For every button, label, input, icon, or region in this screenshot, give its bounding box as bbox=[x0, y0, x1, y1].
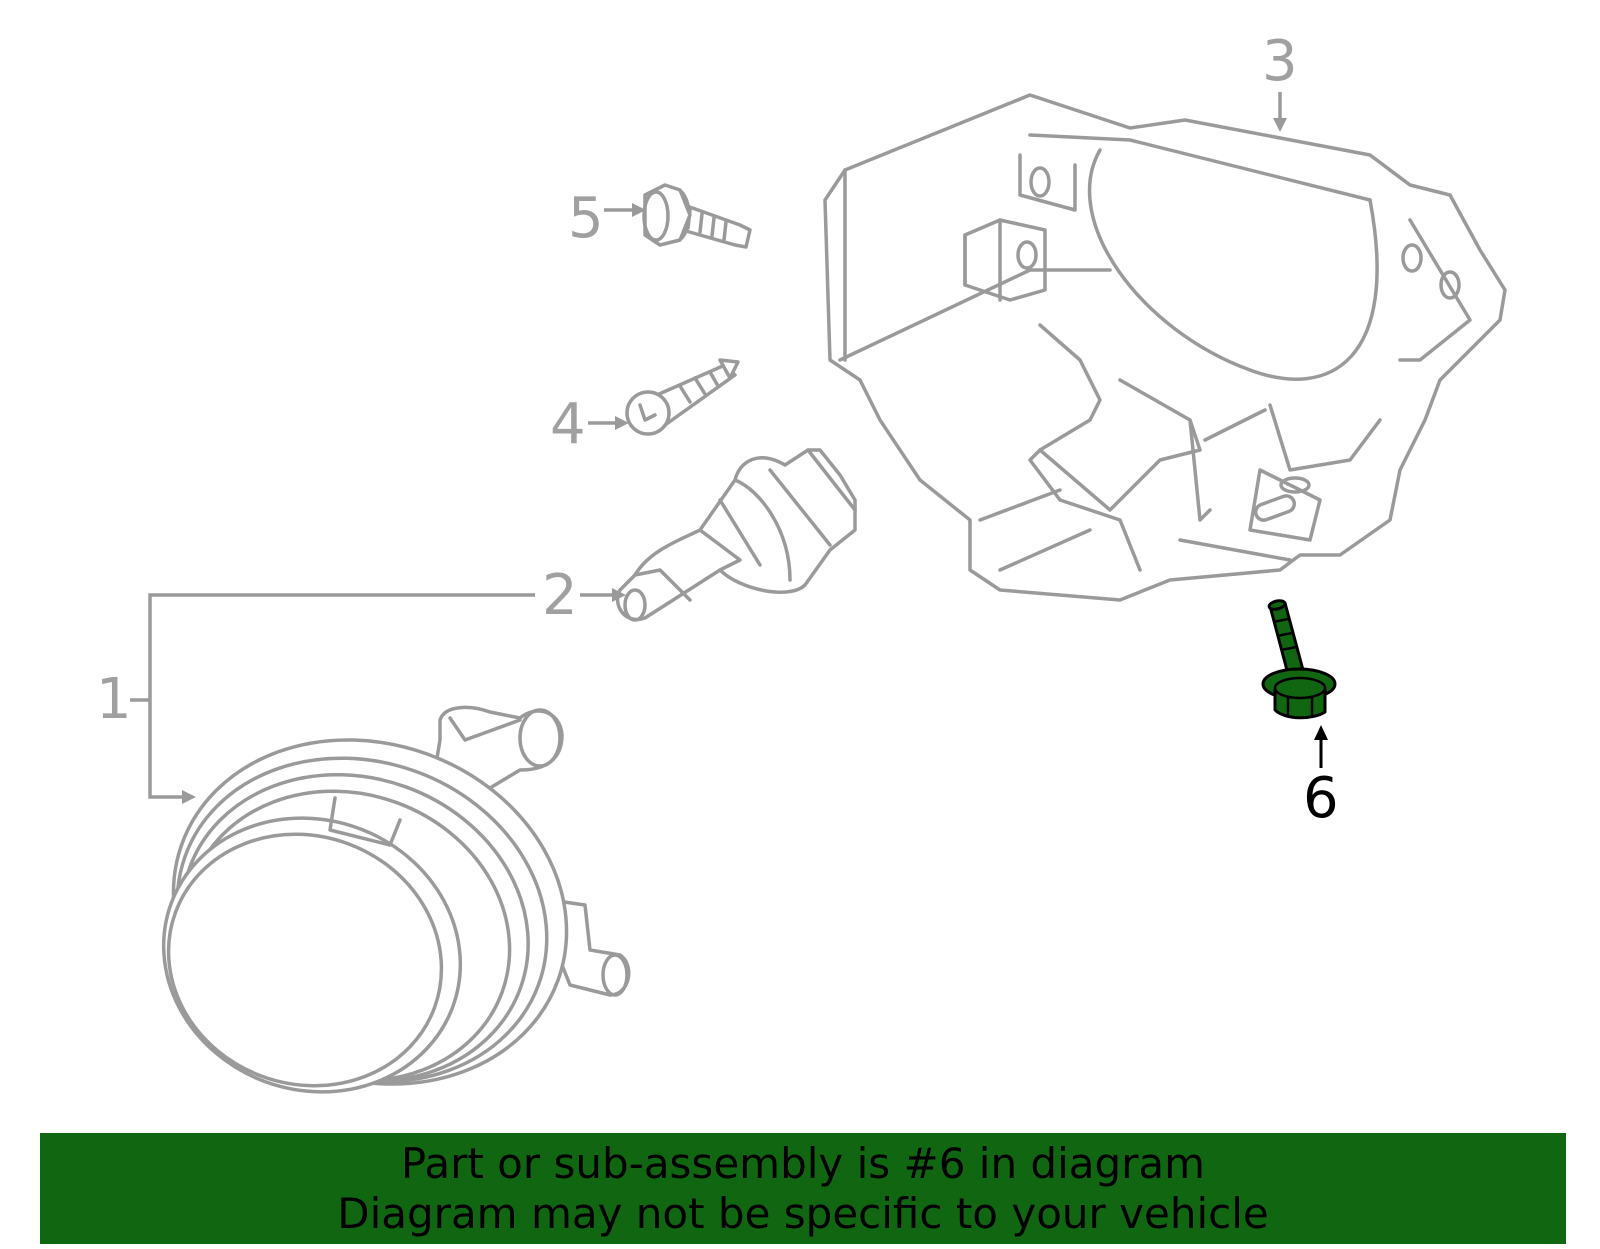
part-5-flange-bolt bbox=[642, 183, 752, 249]
callout-3: 3 bbox=[1262, 29, 1298, 94]
part-6-bolt-highlighted bbox=[1261, 599, 1337, 720]
part-4-screw bbox=[625, 358, 740, 436]
part-2-bulb bbox=[615, 448, 857, 622]
callout-leaders bbox=[130, 92, 1328, 804]
info-banner: Part or sub-assembly is #6 in diagram Di… bbox=[40, 1133, 1566, 1244]
banner-line-2: Diagram may not be specific to your vehi… bbox=[337, 1188, 1269, 1238]
callout-4: 4 bbox=[550, 392, 586, 457]
part-3-bracket bbox=[823, 93, 1507, 602]
callout-2: 2 bbox=[542, 563, 578, 628]
callout-5: 5 bbox=[568, 186, 604, 251]
callout-6: 6 bbox=[1303, 766, 1339, 831]
callout-1: 1 bbox=[96, 667, 132, 732]
banner-line-1: Part or sub-assembly is #6 in diagram bbox=[400, 1138, 1206, 1188]
part-1-fog-lamp bbox=[161, 705, 631, 1094]
